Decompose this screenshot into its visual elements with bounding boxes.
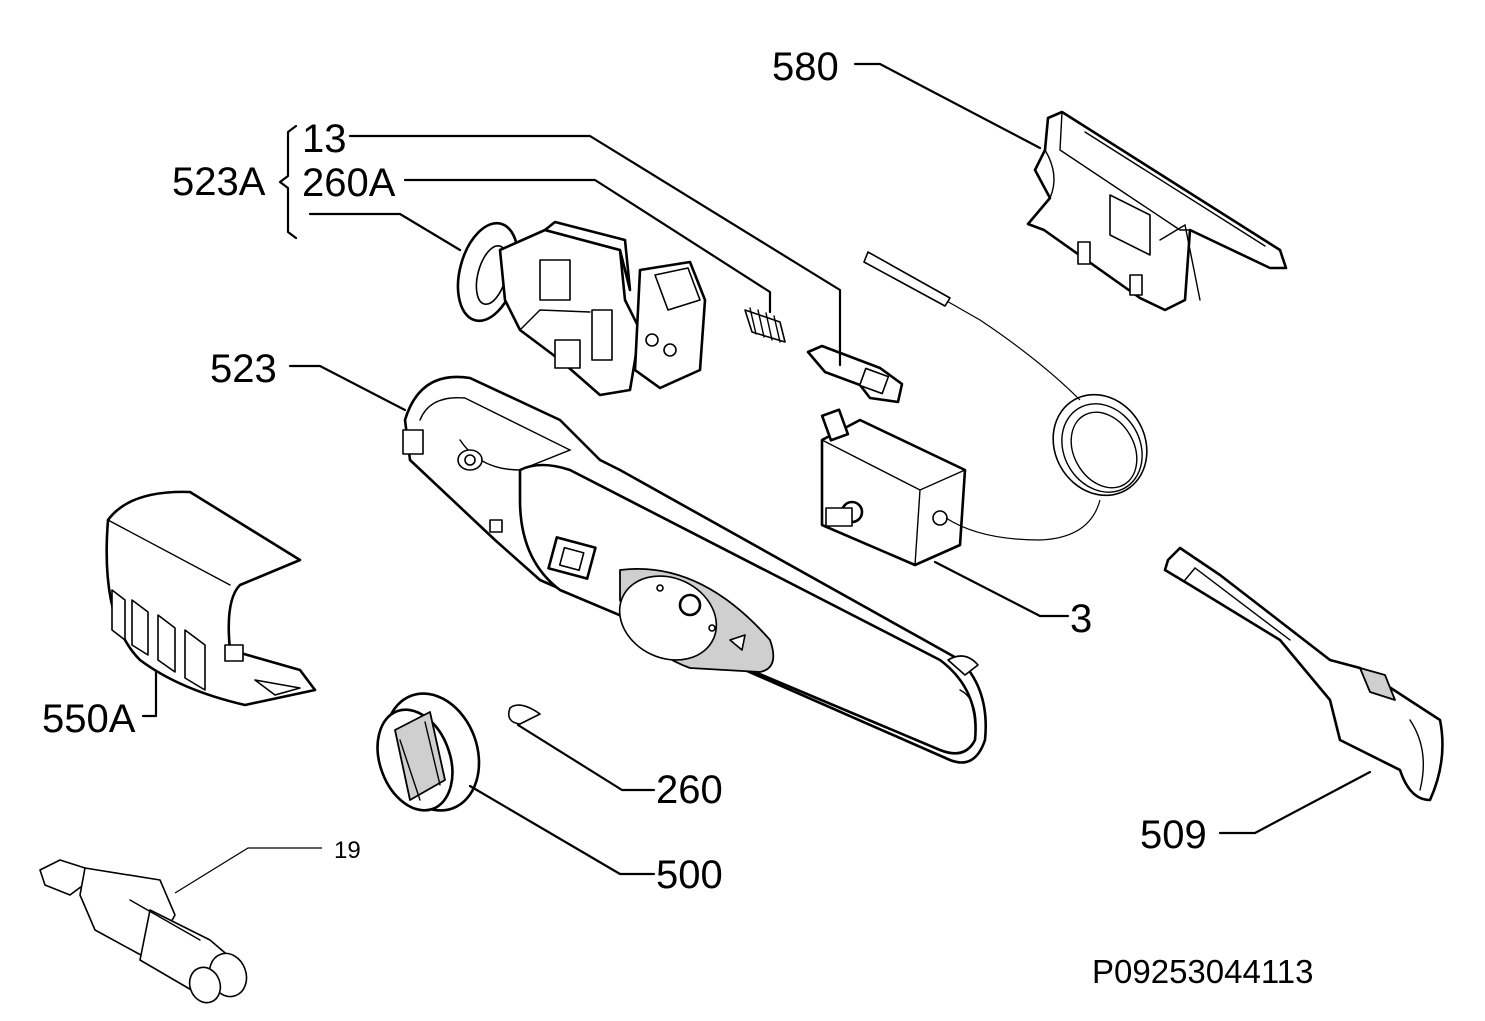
label-260: 260 bbox=[656, 768, 723, 812]
label-13: 13 bbox=[302, 117, 347, 161]
part-509-rail bbox=[1163, 546, 1444, 802]
label-500: 500 bbox=[656, 853, 723, 897]
label-260a: 260A bbox=[302, 161, 396, 205]
label-580: 580 bbox=[772, 45, 839, 89]
label-3: 3 bbox=[1070, 597, 1092, 641]
part-3-thermostat bbox=[820, 251, 1148, 567]
part-523a-switch-assembly bbox=[456, 220, 707, 397]
part-580-bracket bbox=[1026, 110, 1288, 312]
part-260a-spring bbox=[744, 307, 786, 343]
part-550a-lamp-cover bbox=[105, 490, 317, 707]
part-13-plunger bbox=[806, 344, 904, 404]
part-260-clip bbox=[507, 704, 541, 725]
label-19: 19 bbox=[334, 837, 361, 864]
drawing-code: P09253044113 bbox=[1092, 953, 1313, 990]
label-550a: 550A bbox=[42, 697, 136, 741]
label-509: 509 bbox=[1140, 813, 1207, 857]
leader-lines bbox=[141, 62, 1372, 894]
part-500-knob bbox=[376, 692, 481, 812]
part-523-housing bbox=[402, 375, 987, 764]
callout-labels: 580 523A 13 260A 523 3 550A 260 500 509 … bbox=[42, 45, 1313, 990]
part-19-lamp-bulb bbox=[39, 859, 248, 1004]
label-523: 523 bbox=[210, 347, 277, 391]
label-523a: 523A bbox=[172, 160, 266, 204]
